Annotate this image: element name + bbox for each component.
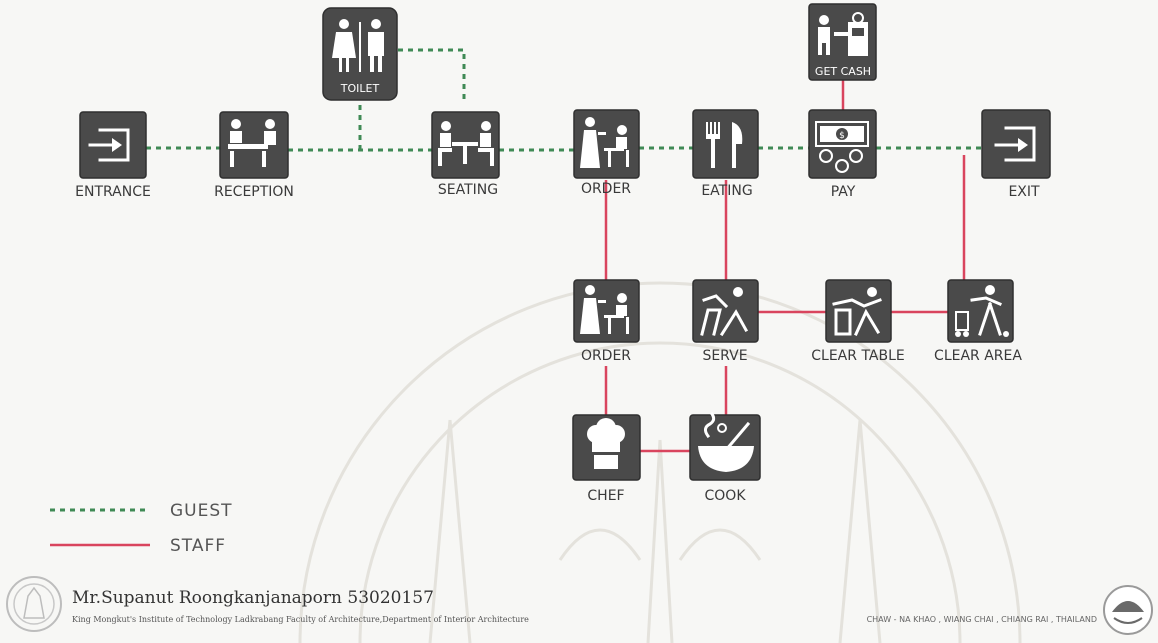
cooking-bowl-icon <box>698 411 754 472</box>
exit-label: EXIT <box>1008 184 1040 200</box>
entrance-label: ENTRANCE <box>75 184 151 200</box>
toilet-icon <box>332 19 384 72</box>
pay-label: PAY <box>831 184 856 200</box>
guest-connections <box>146 48 982 152</box>
clear-table-label: CLEAR TABLE <box>811 348 904 364</box>
node-eating: EATING <box>692 109 759 199</box>
institution-text: King Mongkut's Institute of Technology L… <box>72 615 529 624</box>
watermark-emblem <box>298 281 1022 643</box>
node-seating: SEATING <box>431 111 500 198</box>
seating-label: SEATING <box>438 182 498 198</box>
seating-icon <box>438 121 494 166</box>
svg-text:$: $ <box>839 131 845 141</box>
node-serve: SERVE <box>692 279 759 364</box>
location-text: CHAW - NA KHAO , WIANG CHAI , CHIANG RAI… <box>867 615 1097 624</box>
node-pay: $ PAY <box>808 109 877 200</box>
author-name: Mr.Supanut Roongkanjanaporn 53020157 <box>72 588 434 608</box>
node-entrance: ENTRANCE <box>75 111 151 200</box>
order-icon <box>580 117 629 168</box>
university-seal-icon <box>6 576 62 632</box>
clear-area-label: CLEAR AREA <box>934 348 1022 364</box>
get-cash-label: GET CASH <box>815 65 871 78</box>
fork-knife-icon <box>706 122 743 168</box>
legend-staff-label: STAFF <box>170 536 226 556</box>
legend: GUEST STAFF <box>50 501 233 556</box>
exit-icon <box>994 126 1036 162</box>
node-get-cash: GET CASH <box>808 3 877 81</box>
reception-label: RECEPTION <box>214 184 294 200</box>
serve-icon <box>700 287 749 337</box>
node-reception: RECEPTION <box>214 111 294 200</box>
chef-hat-icon <box>587 418 625 469</box>
order-staff-label: ORDER <box>581 348 631 364</box>
atm-icon <box>818 12 868 56</box>
eating-label: EATING <box>701 183 752 199</box>
node-exit: EXIT <box>981 109 1051 200</box>
order-staff-icon <box>580 285 629 334</box>
node-order-guest: ORDER <box>573 109 640 197</box>
chef-label: CHEF <box>587 488 624 504</box>
money-icon: $ <box>815 121 869 173</box>
node-clear-area: CLEAR AREA <box>934 279 1022 364</box>
node-clear-table: CLEAR TABLE <box>811 279 905 364</box>
toilet-label: TOILET <box>340 82 380 95</box>
cook-label: COOK <box>705 488 747 504</box>
node-order-staff: ORDER <box>573 279 640 364</box>
clear-area-icon <box>955 285 1009 337</box>
staff-connections <box>604 80 966 453</box>
legend-guest-label: GUEST <box>170 501 233 521</box>
node-cook: COOK <box>689 411 761 504</box>
project-logo-icon <box>1103 585 1153 635</box>
entrance-icon <box>88 128 130 162</box>
reception-icon <box>228 119 276 167</box>
order-guest-label: ORDER <box>581 181 631 197</box>
node-toilet: TOILET <box>322 7 398 101</box>
serve-label: SERVE <box>702 348 747 364</box>
footer: Mr.Supanut Roongkanjanaporn 53020157 Kin… <box>6 576 1153 635</box>
clear-table-icon <box>832 287 882 336</box>
node-chef: CHEF <box>572 414 641 504</box>
